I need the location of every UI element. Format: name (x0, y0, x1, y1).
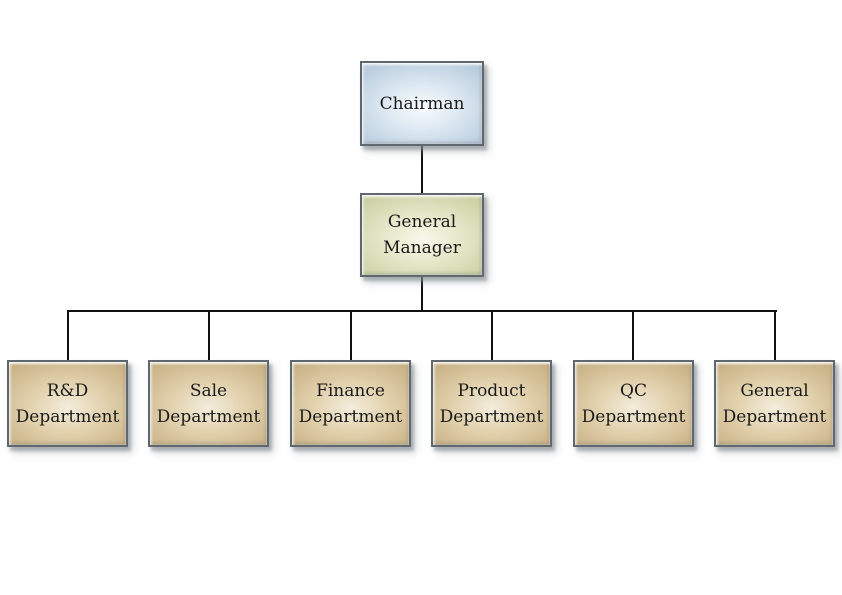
connector-drop-2 (208, 311, 210, 360)
node-chairman-label: Chairman (379, 93, 465, 114)
connector-manager-bus (421, 277, 423, 311)
node-product-department: Product Department (431, 360, 552, 447)
node-qc-department: QC Department (573, 360, 694, 447)
node-finance-department-label: Finance Department (298, 380, 403, 427)
node-product-department-label: Product Department (439, 380, 544, 427)
connector-drop-1 (67, 311, 69, 360)
connector-drop-3 (350, 311, 352, 360)
node-rd-department: R&D Department (7, 360, 128, 447)
connector-drop-5 (632, 311, 634, 360)
connector-chairman-manager (421, 146, 423, 193)
node-chairman: Chairman (360, 61, 484, 146)
node-rd-department-label: R&D Department (15, 380, 120, 427)
connector-drop-6 (774, 311, 776, 360)
connector-drop-4 (491, 311, 493, 360)
node-general-department-label: General Department (722, 380, 827, 427)
node-sale-department-label: Sale Department (156, 380, 261, 427)
node-general-department: General Department (714, 360, 835, 447)
connector-bus (67, 310, 777, 312)
node-finance-department: Finance Department (290, 360, 411, 447)
node-qc-department-label: QC Department (581, 380, 686, 427)
node-general-manager-label: General Manager (383, 212, 461, 258)
node-general-manager: General Manager (360, 193, 484, 277)
node-sale-department: Sale Department (148, 360, 269, 447)
